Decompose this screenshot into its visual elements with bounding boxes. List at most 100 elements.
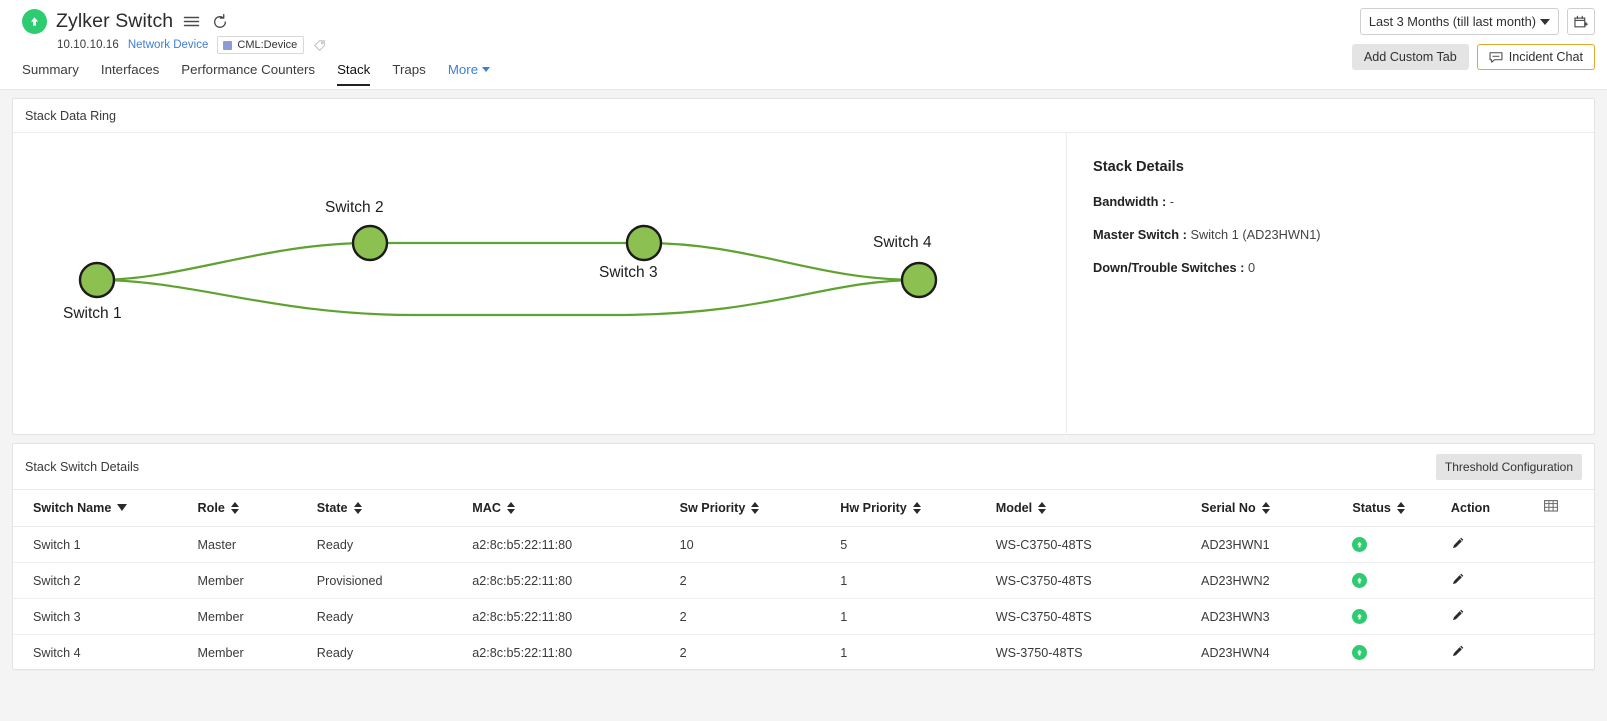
chat-bubble-icon	[1489, 51, 1503, 64]
tab-performance-counters[interactable]: Performance Counters	[181, 62, 316, 77]
cell-switch-name: Switch 2	[13, 562, 198, 599]
cell-hw-priority: 5	[840, 526, 996, 563]
cell-action[interactable]	[1450, 634, 1545, 671]
tab-more[interactable]: More	[448, 62, 491, 86]
tab-traps[interactable]: Traps	[392, 62, 426, 77]
stack-details-pane: Stack Details Bandwidth : - Master Switc…	[1066, 133, 1594, 433]
header-actions-top: Last 3 Months (till last month)	[1359, 8, 1595, 35]
column-header-switch-name[interactable]: Switch Name	[13, 489, 198, 527]
stack-detail-bandwidth: Bandwidth : -	[1093, 194, 1594, 209]
cell-switch-name: Switch 1	[13, 526, 198, 563]
cell-role: Member	[197, 562, 317, 599]
sort-toggle-icon[interactable]	[1396, 501, 1405, 514]
cell-role: Member	[197, 598, 317, 635]
stack-data-ring-title: Stack Data Ring	[13, 99, 1594, 133]
title-row: Zylker Switch	[0, 0, 1607, 34]
incident-chat-label: Incident Chat	[1508, 50, 1583, 64]
device-category-link[interactable]: Network Device	[127, 39, 209, 51]
ring-node-label-switch-2: Switch 2	[325, 199, 384, 216]
stack-switch-details-header: Stack Switch Details Threshold Configura…	[13, 444, 1594, 489]
column-header-serial-no[interactable]: Serial No	[1201, 489, 1353, 527]
hamburger-menu-icon[interactable]	[182, 12, 201, 31]
page-header: Zylker Switch 10.10.10.16 Network Device…	[0, 0, 1607, 90]
tag-icon[interactable]	[313, 38, 327, 52]
device-meta-row: 10.10.10.16 Network Device CML:Device	[0, 34, 1607, 54]
ring-node-label-switch-3: Switch 3	[599, 264, 658, 281]
add-custom-tab-button[interactable]: Add Custom Tab	[1351, 44, 1469, 70]
device-ip: 10.10.10.16	[57, 39, 119, 51]
column-header-status[interactable]: Status	[1352, 489, 1451, 527]
sort-toggle-icon[interactable]	[751, 501, 760, 514]
threshold-configuration-button[interactable]: Threshold Configuration	[1435, 454, 1582, 480]
edit-pencil-icon[interactable]	[1451, 644, 1465, 658]
header-actions: Last 3 Months (till last month) Add Cust…	[1351, 8, 1595, 70]
sort-toggle-icon[interactable]	[506, 501, 515, 514]
column-chooser-icon[interactable]	[1544, 499, 1559, 513]
column-label-status: Status	[1352, 500, 1391, 515]
page-body: Stack Data Ring Switch 1 Switch 2 Switch…	[0, 90, 1607, 721]
stack-detail-master-switch: Master Switch : Switch 1 (AD23HWN1)	[1093, 227, 1594, 242]
column-header-model[interactable]: Model	[995, 489, 1202, 527]
column-header-column-chooser[interactable]	[1544, 489, 1594, 527]
stack-ring-diagram: Switch 1 Switch 2 Switch 3 Switch 4	[13, 133, 1066, 433]
calendar-add-icon[interactable]	[1567, 8, 1595, 35]
table-header-row: Switch Name Role State	[13, 489, 1594, 527]
column-header-role[interactable]: Role	[197, 489, 317, 527]
cell-hw-priority: 1	[840, 598, 996, 635]
edit-pencil-icon[interactable]	[1451, 608, 1465, 622]
status-up-icon	[1352, 609, 1368, 624]
cell-role: Member	[197, 634, 317, 671]
cell-serial-no: AD23HWN2	[1201, 562, 1353, 599]
tab-stack[interactable]: Stack	[337, 62, 371, 86]
cell-status	[1352, 562, 1451, 599]
cell-sw-priority: 2	[679, 634, 841, 671]
sort-desc-icon[interactable]	[117, 504, 128, 511]
status-up-circle-icon	[22, 9, 47, 34]
cell-state: Ready	[316, 598, 473, 635]
cell-action[interactable]	[1450, 598, 1545, 635]
column-header-mac[interactable]: MAC	[472, 489, 680, 527]
stack-data-ring-card: Stack Data Ring Switch 1 Switch 2 Switch…	[12, 98, 1595, 435]
incident-chat-button[interactable]: Incident Chat	[1476, 44, 1595, 70]
cell-status	[1352, 526, 1451, 563]
sort-toggle-icon[interactable]	[230, 501, 239, 514]
cell-serial-no: AD23HWN4	[1201, 634, 1353, 671]
edit-pencil-icon[interactable]	[1451, 536, 1465, 550]
cell-state: Ready	[316, 526, 473, 563]
sort-toggle-icon[interactable]	[912, 501, 921, 514]
cell-hw-priority: 1	[840, 634, 996, 671]
column-label-state: State	[316, 500, 348, 515]
edit-pencil-icon[interactable]	[1451, 572, 1465, 586]
sort-toggle-icon[interactable]	[1038, 501, 1047, 514]
cell-sw-priority: 2	[679, 598, 841, 635]
stack-data-ring-body: Switch 1 Switch 2 Switch 3 Switch 4 Stac…	[13, 133, 1594, 433]
tab-summary[interactable]: Summary	[22, 62, 79, 77]
sort-toggle-icon[interactable]	[353, 501, 362, 514]
date-range-select[interactable]: Last 3 Months (till last month)	[1359, 8, 1559, 35]
tab-interfaces[interactable]: Interfaces	[100, 62, 160, 77]
cell-spacer	[1544, 526, 1594, 563]
cell-switch-name: Switch 3	[13, 598, 198, 635]
cell-state: Ready	[316, 634, 473, 671]
refresh-icon[interactable]	[210, 12, 229, 31]
status-up-icon	[1352, 573, 1368, 588]
stack-details-heading: Stack Details	[1093, 159, 1184, 175]
column-header-state[interactable]: State	[316, 489, 473, 527]
column-header-hw-priority[interactable]: Hw Priority	[840, 489, 996, 527]
cell-role: Master	[197, 526, 317, 563]
cell-mac: a2:8c:b5:22:11:80	[472, 598, 680, 635]
date-range-value: Last 3 Months (till last month)	[1368, 14, 1536, 29]
sort-toggle-icon[interactable]	[1261, 501, 1270, 514]
column-header-sw-priority[interactable]: Sw Priority	[679, 489, 841, 527]
cell-sw-priority: 10	[679, 526, 841, 563]
tag-color-swatch	[223, 40, 233, 50]
cell-action[interactable]	[1450, 526, 1545, 563]
cell-hw-priority: 1	[840, 562, 996, 599]
device-tag-chip[interactable]: CML:Device	[217, 36, 305, 54]
cell-model: WS-C3750-48TS	[995, 598, 1202, 635]
cell-action[interactable]	[1450, 562, 1545, 599]
